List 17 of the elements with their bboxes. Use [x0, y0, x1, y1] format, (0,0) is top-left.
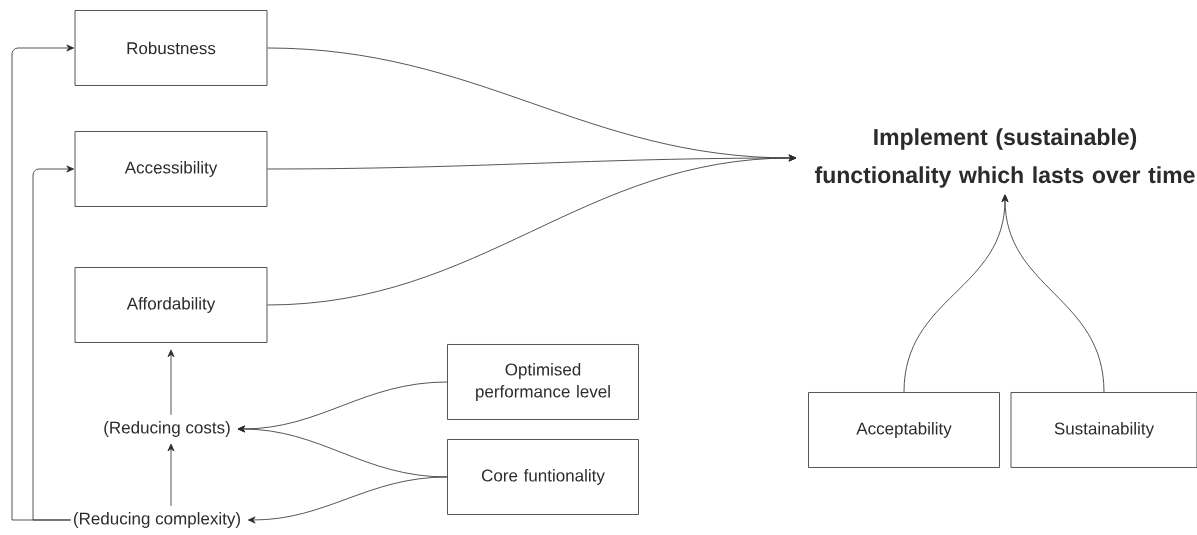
arrow — [167, 349, 175, 416]
process-box: Acceptability — [808, 392, 1000, 468]
process-box: Affordability — [74, 267, 268, 343]
process-box: Robustness — [74, 10, 268, 86]
process-box: Sustainability — [1010, 392, 1197, 468]
arrow — [167, 443, 175, 507]
arrow — [247, 476, 448, 524]
process-box: Optimised performance level — [447, 344, 639, 420]
goal-text: Implement (sustainable) functionality which lasts over time — [814, 128, 1195, 188]
process-box: Accessibility — [74, 131, 268, 207]
process-box: Core funtionality — [447, 439, 639, 515]
arrow — [1001, 194, 1105, 393]
arrow — [32, 165, 75, 521]
arrow — [11, 44, 75, 521]
arrow — [267, 154, 797, 306]
step-text: (Reducing complexity) — [74, 512, 240, 528]
step-text: (Reducing costs) — [104, 421, 230, 437]
